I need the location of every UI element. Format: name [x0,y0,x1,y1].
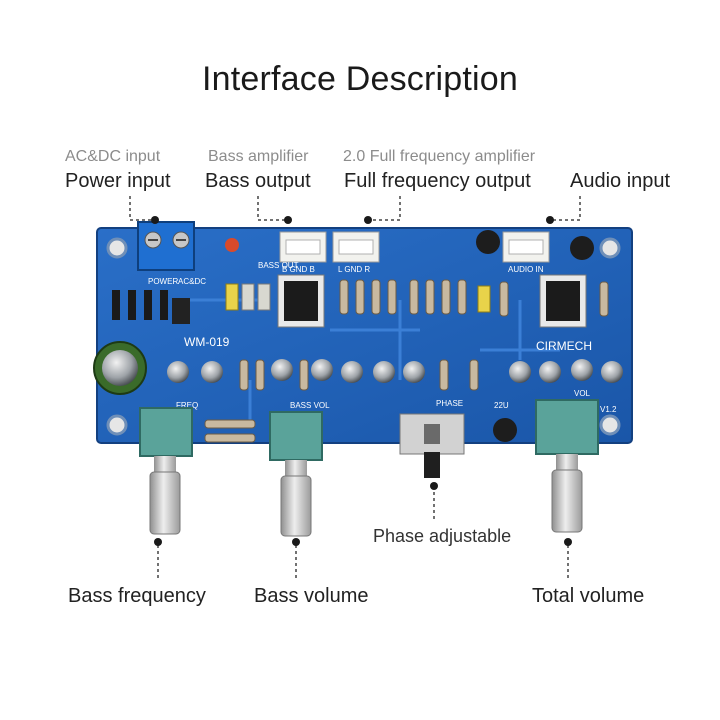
power-input-label: Power input [65,170,171,192]
electrolytic-capacitor-large [93,341,147,395]
ic-chip-left [277,274,325,328]
total-volume-label: Total volume [532,585,645,607]
silk-l-gnd-r: L GND R [338,265,370,274]
phase-adjustable-label: Phase adjustable [373,526,512,546]
silk-v12: V1.2 [600,405,617,414]
bass-output-label: Bass output [205,170,311,192]
silk-b-gnd-b: B GND B [282,265,315,274]
pcb-board [96,227,633,444]
silk-power: POWER [148,277,178,286]
power-terminal-block [137,221,195,271]
bass-output-sublabel: Bass amplifier [208,148,309,165]
power-input-sublabel: AC&DC input [65,148,161,165]
silk-model: WM-019 [184,335,230,349]
capacitors-row [167,359,623,383]
audio-input-label: Audio input [570,170,671,192]
silk-brand: CIRMECH [536,339,592,353]
silk-acdc: AC&DC [178,277,206,286]
audio-input-connector [502,231,550,263]
full-frequency-output-label: Full frequency output [344,170,531,192]
silk-phase: PHASE [436,399,463,408]
resistors [204,279,609,443]
voltage-regulator [172,298,190,324]
bass-frequency-label: Bass frequency [68,585,206,607]
silk-bass-vol: BASS VOL [290,401,330,410]
full-frequency-output-connector [332,231,380,263]
silk-cap: 22U [494,401,509,410]
bass-volume-potentiometer [269,411,323,537]
silk-vol: VOL [574,389,591,398]
ic-chip-right [539,274,587,328]
bass-frequency-potentiometer [139,407,193,535]
silk-audio-in: AUDIO IN [508,265,544,274]
silk-bass-out: BASS OUT [258,261,299,270]
bass-volume-label: Bass volume [254,585,369,607]
full-frequency-output-sublabel: 2.0 Full frequency amplifier [343,148,536,165]
phase-slide-switch [399,413,465,478]
leader-dots [151,216,572,546]
electrolytic-capacitor-small [476,230,594,442]
total-volume-potentiometer [535,399,599,533]
page-title: Interface Description [201,60,518,98]
silk-freq: FREQ [176,401,198,410]
silkscreen: POWER AC&DC BASS OUT B GND B L GND R AUD… [148,261,617,414]
leader-lines [129,196,581,578]
film-capacitors [225,283,491,313]
diodes [112,290,168,320]
bass-output-connector [279,231,327,263]
power-led [225,238,239,252]
